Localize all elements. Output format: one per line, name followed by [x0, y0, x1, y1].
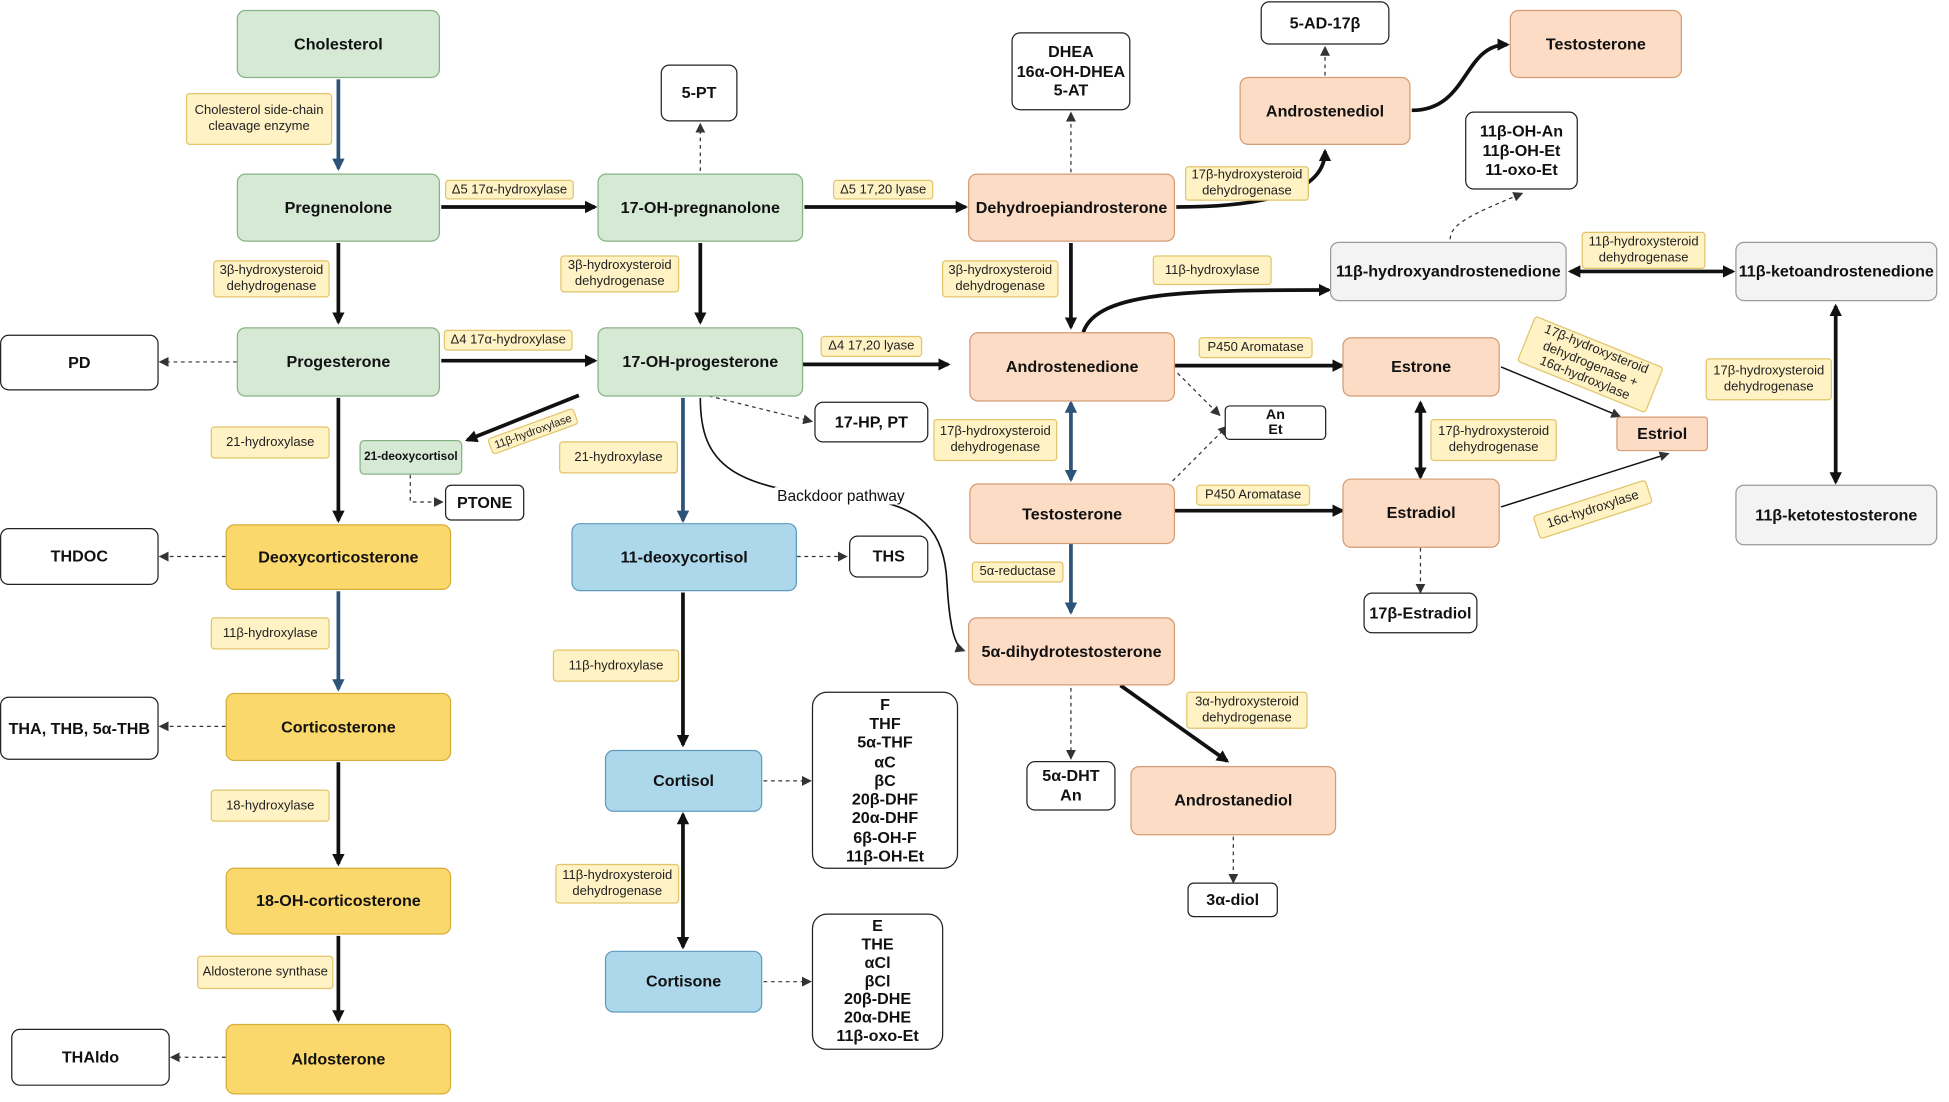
- metabolite-item: THE: [861, 934, 894, 953]
- enzyme-label-17b-hsd-1: 17β-hydroxysteroid dehydrogenase: [1184, 166, 1309, 201]
- enzyme-label-d5-17a-hydroxylase: Δ5 17α-hydroxylase: [444, 179, 574, 200]
- metabolite-item: 20β-DHE: [843, 989, 912, 1009]
- metabolite-tha-group: THA, THB, 5α-THB: [0, 696, 159, 760]
- metabolite-item: 11-oxo-Et: [1485, 160, 1558, 179]
- enzyme-label-11b-hydroxylase-1: 11β-hydroxylase: [1152, 255, 1272, 286]
- enzyme-label-aldosterone-synthase: Aldosterone synthase: [197, 955, 334, 990]
- backdoor-pathway-label: Backdoor pathway: [774, 487, 908, 505]
- metabolite-item: βCl: [864, 971, 891, 990]
- metabolite-item: 11β-oxo-Et: [836, 1026, 919, 1046]
- enzyme-label-p450-aromatase-1: P450 Aromatase: [1198, 337, 1313, 359]
- enzyme-label-d4-17a-hydroxylase: Δ4 17α-hydroxylase: [443, 329, 573, 351]
- metabolite-item: 11β-OH-An: [1479, 121, 1564, 141]
- metabolite-item: 5α-THF: [857, 732, 913, 752]
- node-11b-hydroxyandrostenedione: 11β-hydroxyandrostenedione: [1329, 241, 1567, 302]
- metabolite-item: An: [1060, 785, 1082, 805]
- node-androstanediol: Androstanediol: [1130, 766, 1337, 836]
- metabolite-item: F: [880, 694, 890, 714]
- node-17-oh-progesterone: 17-OH-progesterone: [597, 327, 804, 397]
- enzyme-label-17b-hsd-2: 17β-hydroxysteroid dehydrogenase: [933, 418, 1058, 462]
- metabolite-item: βC: [874, 770, 896, 790]
- node-deoxycorticosterone: Deoxycorticosterone: [225, 524, 452, 591]
- enzyme-label-17b-hsd-right: 17β-hydroxysteroid dehydrogenase: [1705, 358, 1832, 401]
- node-progesterone: Progesterone: [236, 327, 441, 397]
- metabolite-item: 11β-OH-Et: [1482, 140, 1561, 160]
- metabolite-item: 20α-DHE: [843, 1008, 912, 1027]
- enzyme-label-21-hydroxylase-2: 21-hydroxylase: [559, 441, 679, 474]
- metabolite-thdoc: THDOC: [0, 528, 159, 586]
- node-aldosterone: Aldosterone: [225, 1023, 452, 1095]
- node-dehydroepiandrosterone: Dehydroepiandrosterone: [968, 173, 1176, 242]
- enzyme-label-3b-hsd-3: 3β-hydroxysteroid dehydrogenase: [942, 260, 1059, 298]
- node-testosterone: Testosterone: [969, 483, 1176, 545]
- node-5a-dihydrotestosterone: 5α-dihydrotestosterone: [968, 617, 1176, 686]
- enzyme-label-d4-1720-lyase: Δ4 17,20 lyase: [820, 335, 923, 357]
- node-testosterone-top: Testosterone: [1509, 9, 1683, 79]
- enzyme-label-3b-hsd-1: 3β-hydroxysteroid dehydrogenase: [213, 260, 330, 298]
- node-cortisol: Cortisol: [604, 749, 763, 812]
- enzyme-label-17b-hsd-3: 17β-hydroxysteroid dehydrogenase: [1430, 418, 1557, 462]
- enzyme-label-scc: Cholesterol side-chain cleavage enzyme: [185, 92, 333, 146]
- metabolite-item: THF: [869, 713, 901, 733]
- metabolite-cortisol-group: F THF 5α-THF αC βC 20β-DHF 20α-DHF 6β-OH…: [811, 691, 959, 869]
- metabolite-item: αC: [874, 751, 896, 771]
- metabolite-11b-oh-group: 11β-OH-An 11β-OH-Et 11-oxo-Et: [1465, 111, 1578, 190]
- node-11-deoxycortisol: 11-deoxycortisol: [571, 523, 797, 592]
- enzyme-label-11b-hsd-2: 11β-hydroxysteroid dehydrogenase: [555, 863, 680, 904]
- metabolite-item: 16α-OH-DHEA: [1016, 61, 1126, 81]
- metabolite-an-et: An Et: [1224, 405, 1327, 441]
- metabolite-dhea-group: DHEA 16α-OH-DHEA 5-AT: [1011, 32, 1131, 111]
- node-corticosterone: Corticosterone: [225, 692, 452, 762]
- enzyme-label-p450-aromatase-2: P450 Aromatase: [1196, 484, 1311, 506]
- enzyme-label-18-hydroxylase: 18-hydroxylase: [210, 789, 330, 822]
- node-estradiol: Estradiol: [1342, 478, 1500, 548]
- metabolite-item: 5α-DHT: [1042, 766, 1100, 786]
- metabolite-item: αCl: [864, 952, 891, 972]
- metabolite-ptone: PTONE: [444, 484, 525, 521]
- node-estrone: Estrone: [1342, 337, 1500, 397]
- metabolite-3a-diol: 3α-diol: [1187, 882, 1278, 918]
- enzyme-label-3b-hsd-2: 3β-hydroxysteroid dehydrogenase: [560, 255, 680, 293]
- metabolite-item: 20α-DHF: [851, 808, 919, 828]
- metabolite-item: 20β-DHF: [851, 789, 919, 809]
- metabolite-item: 11β-OH-Et: [846, 846, 924, 866]
- metabolite-thaldo: THAldo: [11, 1028, 170, 1086]
- node-18-oh-corticosterone: 18-OH-corticosterone: [225, 867, 452, 935]
- metabolite-5-ad-17b: 5-AD-17β: [1260, 1, 1390, 45]
- node-androstenedione: Androstenedione: [969, 332, 1176, 402]
- node-21-deoxycortisol: 21-deoxycortisol: [359, 440, 463, 475]
- metabolite-17b-estradiol: 17β-Estradiol: [1363, 592, 1478, 634]
- node-11b-ketoandrostenedione: 11β-ketoandrostenedione: [1735, 241, 1938, 302]
- node-cortisone: Cortisone: [604, 950, 763, 1013]
- node-androstenediol: Androstenediol: [1239, 76, 1411, 146]
- enzyme-label-11b-hydroxylase-3: 11β-hydroxylase: [552, 649, 680, 682]
- enzyme-label-21-hydroxylase-1: 21-hydroxylase: [210, 426, 330, 459]
- enzyme-label-5a-reductase: 5α-reductase: [971, 561, 1064, 583]
- metabolite-17-hp-pt: 17-HP, PT: [814, 401, 929, 443]
- enzyme-label-3a-hsd: 3α-hydroxysteroid dehydrogenase: [1186, 691, 1308, 729]
- metabolite-item: 5-AT: [1053, 80, 1089, 100]
- metabolite-dht-group: 5α-DHT An: [1026, 761, 1116, 811]
- metabolite-item: DHEA: [1048, 42, 1094, 61]
- enzyme-label-d5-1720-lyase: Δ5 17,20 lyase: [832, 179, 934, 200]
- node-pregnenolone: Pregnenolone: [236, 173, 441, 242]
- node-17-oh-pregnanolone: 17-OH-pregnanolone: [597, 173, 804, 242]
- node-cholesterol: Cholesterol: [236, 9, 441, 79]
- metabolite-item: E: [872, 915, 883, 935]
- node-11b-ketotestosterone: 11β-ketotestosterone: [1735, 484, 1938, 546]
- metabolite-5-pt: 5-PT: [660, 64, 738, 122]
- metabolite-ths: THS: [849, 535, 929, 578]
- enzyme-label-11b-hydroxylase-2: 11β-hydroxylase: [210, 617, 330, 650]
- metabolite-item: Et: [1268, 422, 1283, 438]
- metabolite-item: An: [1265, 407, 1285, 423]
- metabolite-cortisone-group: E THE αCl βCl 20β-DHE 20α-DHE 11β-oxo-Et: [811, 913, 944, 1050]
- metabolite-item: 6β-OH-F: [853, 827, 917, 847]
- metabolite-pd: PD: [0, 334, 159, 391]
- enzyme-label-11b-hsd-1: 11β-hydroxysteroid dehydrogenase: [1581, 231, 1706, 269]
- node-estriol: Estriol: [1616, 416, 1709, 452]
